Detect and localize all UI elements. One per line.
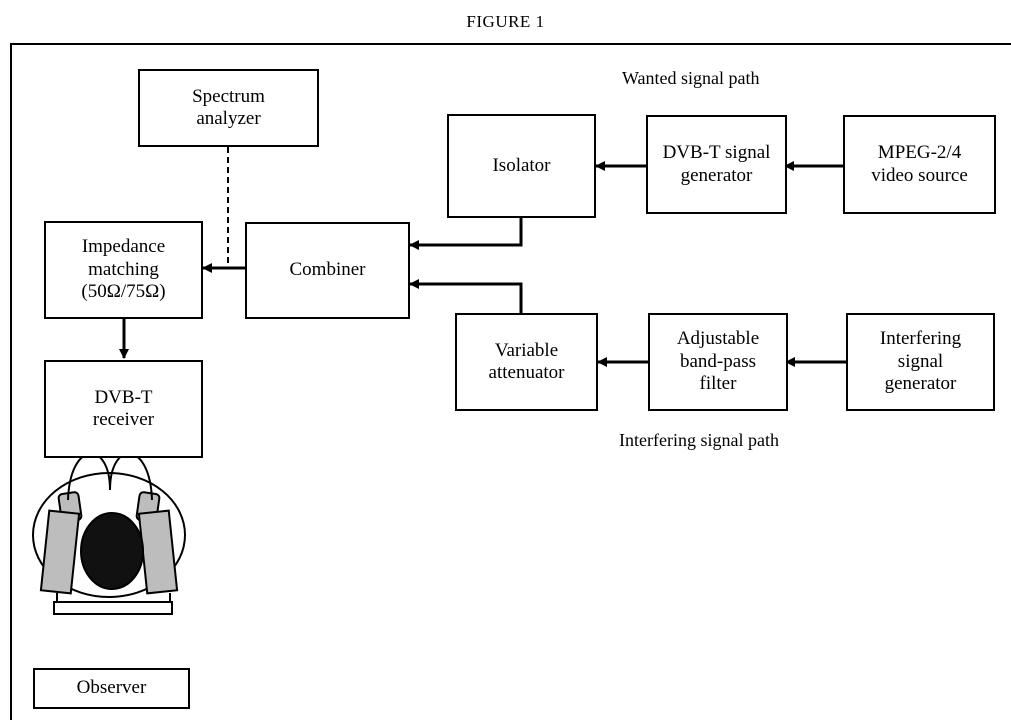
spectrum-analyzer-box: Spectrum analyzer: [138, 69, 319, 147]
arrow-isolator-to-combiner: [409, 218, 523, 250]
combiner-box: Combiner: [245, 222, 410, 319]
dvbt-receiver-box: DVB-T receiver: [44, 360, 203, 458]
variable-attenuator-box: Variable attenuator: [455, 313, 598, 411]
mpeg-video-source-box: MPEG-2/4 video source: [843, 115, 996, 214]
interfering-signal-generator-box: Interfering signal generator: [846, 313, 995, 411]
arrow-attenuator-to-combiner: [409, 279, 523, 313]
band-pass-filter-box: Adjustable band-pass filter: [648, 313, 788, 411]
observer-box: Observer: [33, 668, 190, 709]
wanted-signal-path-label: Wanted signal path: [622, 68, 760, 88]
impedance-matching-box: Impedance matching (50Ω/75Ω): [44, 221, 203, 319]
observer-illustration: [32, 452, 186, 615]
interfering-signal-path-label: Interfering signal path: [619, 430, 779, 450]
dvbt-signal-generator-box: DVB-T signal generator: [646, 115, 787, 214]
isolator-box: Isolator: [447, 114, 596, 218]
figure-title: FIGURE 1: [466, 12, 545, 31]
diagram-frame: [10, 43, 1011, 720]
